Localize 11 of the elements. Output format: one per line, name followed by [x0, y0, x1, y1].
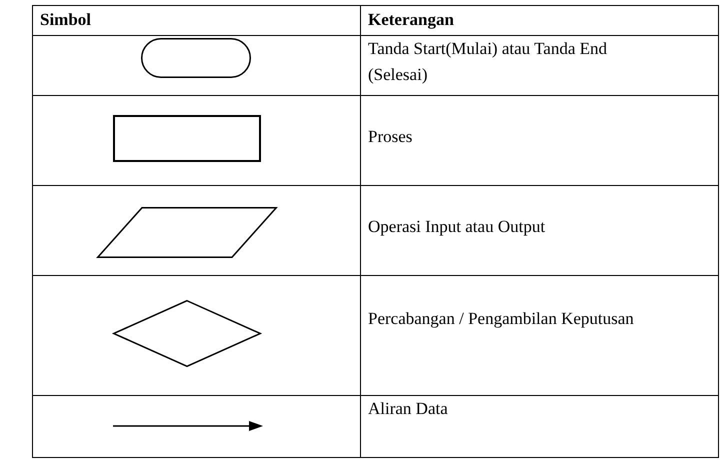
- terminator-symbol: [141, 38, 251, 78]
- column-header: Keterangan: [368, 9, 455, 31]
- symbol-description: Tanda Start(Mulai) atau Tanda End (Selesai): [368, 38, 608, 86]
- symbol-description: Aliran Data: [368, 398, 449, 420]
- symbol-description: Proses: [368, 126, 414, 148]
- column-header: Simbol: [40, 9, 92, 31]
- symbol-description: Operasi Input atau Output: [368, 216, 546, 238]
- symbol-description: Percabangan / Pengambilan Keputusan: [368, 308, 635, 330]
- decision-symbol: [113, 300, 261, 367]
- process-symbol: [113, 115, 261, 162]
- input-output-symbol: [97, 207, 277, 258]
